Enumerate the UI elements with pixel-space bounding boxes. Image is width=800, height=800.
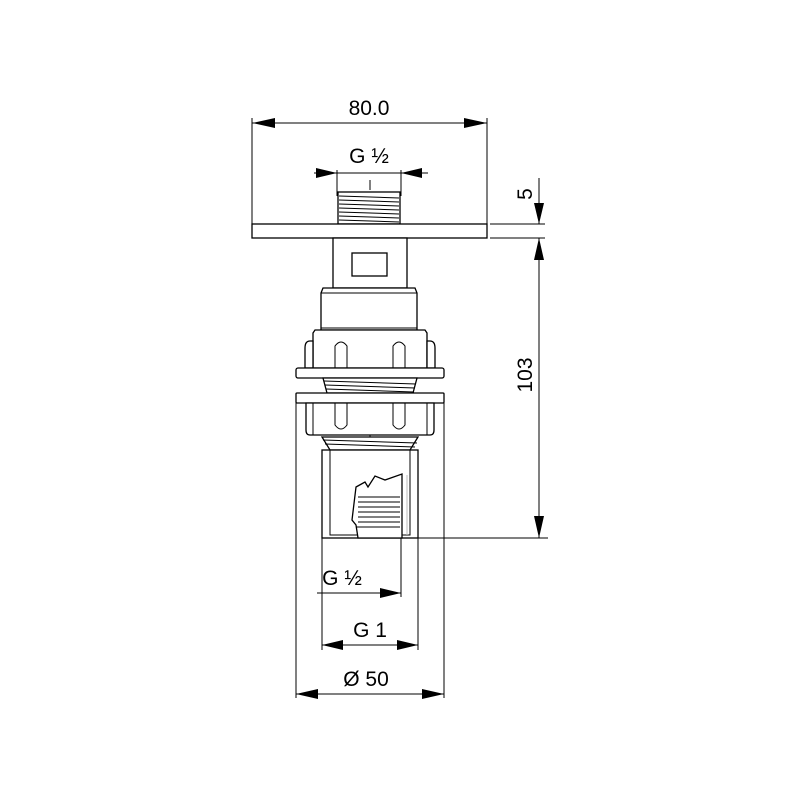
label-outer-thread: G 1	[353, 619, 387, 642]
bottom-body	[321, 449, 419, 539]
dimension-flange-width: 80.0	[251, 97, 488, 226]
top-thread-stub	[337, 191, 401, 225]
dimension-outer-thread: G 1	[322, 619, 418, 650]
label-flange-thickness: 5	[514, 188, 537, 200]
label-nut-diameter: Ø 50	[343, 668, 389, 691]
dimension-body-height: 103	[400, 238, 548, 539]
flange-plate	[251, 223, 488, 239]
lower-nut	[295, 392, 445, 436]
label-inner-thread: G ½	[322, 567, 362, 590]
mid-thread	[322, 377, 418, 394]
dimension-flange-thickness: 5	[490, 178, 545, 239]
label-top-thread: G ½	[349, 145, 389, 168]
dimension-top-thread: G ½	[314, 145, 428, 196]
dimension-nut-diameter: Ø 50	[296, 668, 444, 699]
label-flange-width: 80.0	[349, 97, 390, 120]
dimension-inner-thread: G ½	[317, 567, 401, 598]
upper-collar	[320, 287, 418, 331]
label-body-height: 103	[514, 357, 537, 392]
lower-thread	[320, 436, 420, 451]
upper-nut	[295, 329, 445, 379]
spindle-neck	[332, 237, 408, 289]
